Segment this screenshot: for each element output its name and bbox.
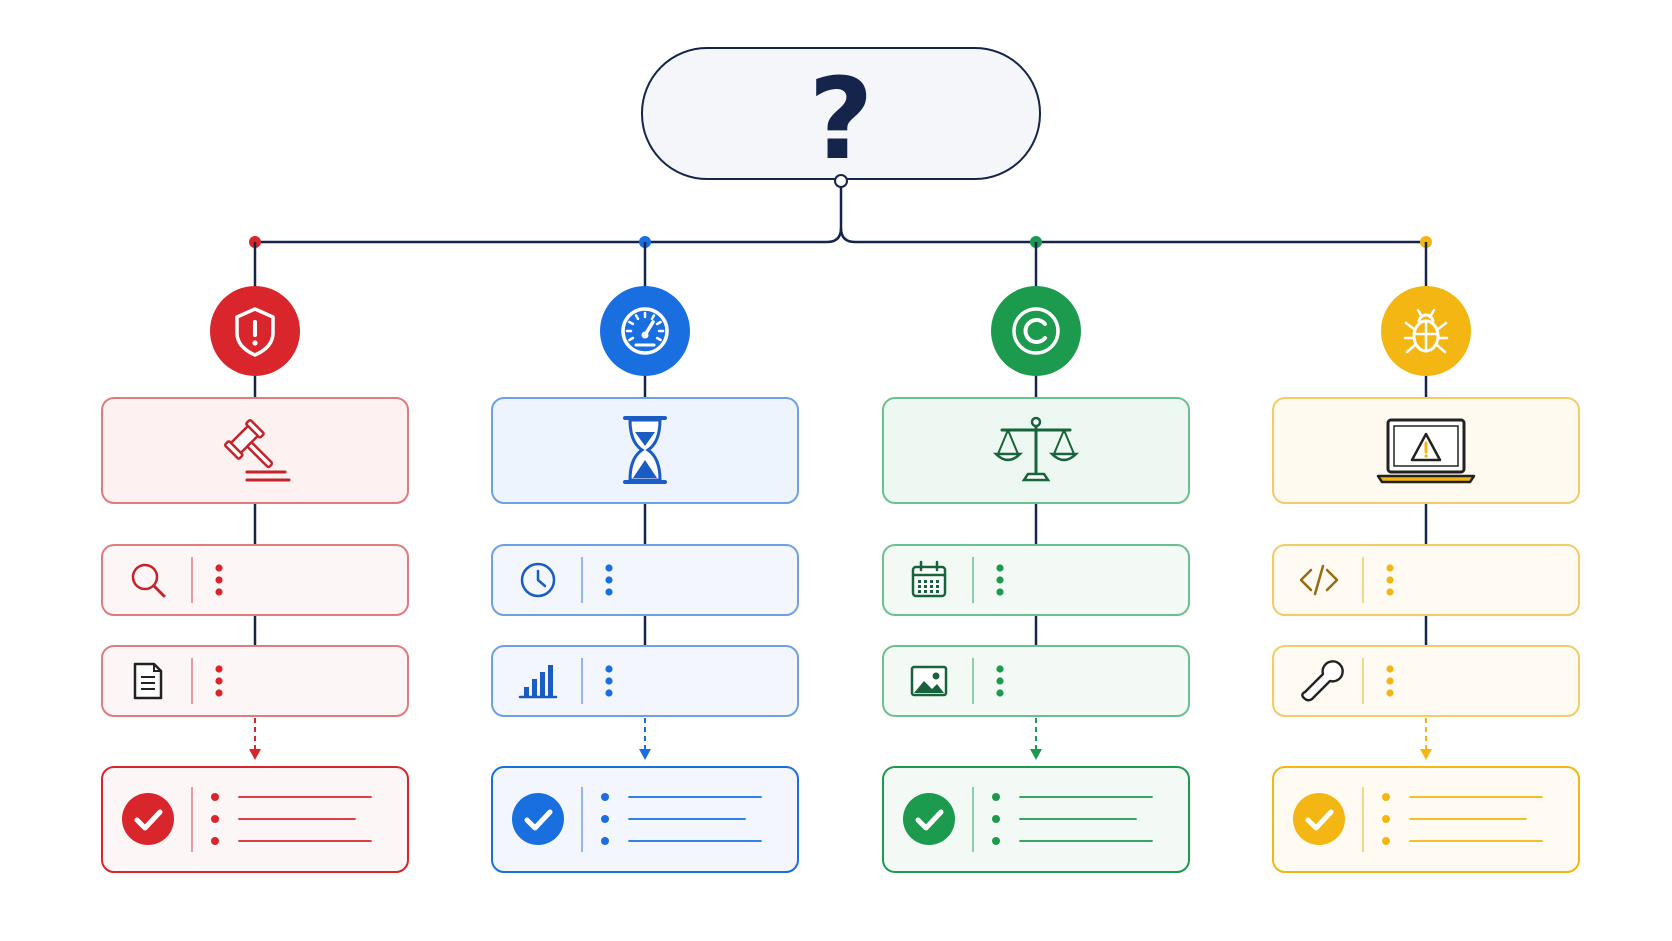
step-dot: [605, 665, 613, 673]
step-dot: [215, 576, 223, 584]
arrow-head: [1420, 749, 1432, 760]
result-bullet: [211, 815, 219, 823]
bug-icon: [1403, 308, 1449, 354]
step-card: [882, 544, 1190, 616]
arrow-head: [249, 749, 261, 760]
gavel-icon: [223, 418, 291, 482]
result-bullet: [601, 837, 609, 845]
copyright-icon: [1012, 307, 1060, 355]
result-bullet: [1382, 837, 1390, 845]
step-card-frame: [491, 544, 799, 616]
result-bullet: [992, 815, 1000, 823]
laptop-warning-icon: [1376, 418, 1476, 484]
result-bullet: [211, 793, 219, 801]
wrench-icon: [1301, 660, 1344, 702]
step-card: [1272, 544, 1580, 616]
step-dot: [1386, 564, 1394, 572]
calendar-icon: [911, 560, 947, 598]
step-card-frame: [1272, 544, 1580, 616]
step-card: [1272, 645, 1580, 717]
result-bullet: [992, 837, 1000, 845]
step-card: [101, 645, 409, 717]
step-dot: [605, 689, 613, 697]
shield-alert-icon: [235, 307, 275, 357]
step-dot: [605, 576, 613, 584]
step-dot: [215, 588, 223, 596]
result-bullet: [601, 815, 609, 823]
check-circle-icon: [903, 793, 955, 845]
result-card: [882, 766, 1190, 873]
step-card-frame: [101, 645, 409, 717]
root-connector-dot: [834, 174, 848, 188]
check-circle-icon: [1293, 793, 1345, 845]
result-bullet: [1382, 793, 1390, 801]
step-dot: [996, 564, 1004, 572]
branch-columns: [101, 236, 1580, 873]
code-icon: [1299, 564, 1339, 596]
step-dot: [215, 564, 223, 572]
step-dot: [1386, 588, 1394, 596]
document-icon: [133, 662, 163, 700]
result-bullet: [601, 793, 609, 801]
step-dot: [605, 677, 613, 685]
balance-scale-icon: [992, 416, 1080, 482]
bar-chart-icon: [518, 665, 558, 699]
result-bullet: [1382, 815, 1390, 823]
branch-red: [101, 236, 409, 873]
arrow-head: [639, 749, 651, 760]
speedometer-icon: [621, 307, 669, 355]
step-card: [101, 544, 409, 616]
step-dot: [996, 588, 1004, 596]
result-bullet: [992, 793, 1000, 801]
step-card-frame: [1272, 645, 1580, 717]
branch-blue: [491, 236, 799, 873]
step-dot: [215, 665, 223, 673]
step-dot: [996, 665, 1004, 673]
hourglass-icon: [623, 416, 667, 484]
category-badge: [991, 286, 1081, 376]
step-dot: [996, 576, 1004, 584]
step-card: [491, 544, 799, 616]
root-question-mark: ?: [809, 55, 874, 185]
step-dot: [605, 564, 613, 572]
step-dot: [1386, 677, 1394, 685]
step-dot: [605, 588, 613, 596]
arrow-head: [1030, 749, 1042, 760]
result-card: [1272, 766, 1580, 873]
step-card-frame: [882, 544, 1190, 616]
result-bullet: [211, 837, 219, 845]
step-dot: [215, 677, 223, 685]
step-card-frame: [101, 544, 409, 616]
step-dot: [996, 689, 1004, 697]
step-card-frame: [882, 645, 1190, 717]
branch-yellow: [1272, 236, 1580, 873]
branch-green: [882, 236, 1190, 873]
step-dot: [1386, 665, 1394, 673]
check-circle-icon: [122, 793, 174, 845]
category-badge: [600, 286, 690, 376]
search-icon: [131, 563, 166, 598]
step-card: [882, 645, 1190, 717]
step-dot: [215, 689, 223, 697]
result-card: [491, 766, 799, 873]
clock-icon: [520, 562, 556, 598]
result-card: [101, 766, 409, 873]
step-dot: [996, 677, 1004, 685]
root-node: ?: [641, 47, 1041, 188]
check-circle-icon: [512, 793, 564, 845]
trunk-line-right: [839, 227, 1426, 244]
image-icon: [910, 665, 948, 697]
step-dot: [1386, 689, 1394, 697]
connector-bus: [255, 187, 1426, 244]
step-card-frame: [491, 645, 799, 717]
step-card: [491, 645, 799, 717]
trunk-line: [255, 187, 843, 244]
step-dot: [1386, 576, 1394, 584]
